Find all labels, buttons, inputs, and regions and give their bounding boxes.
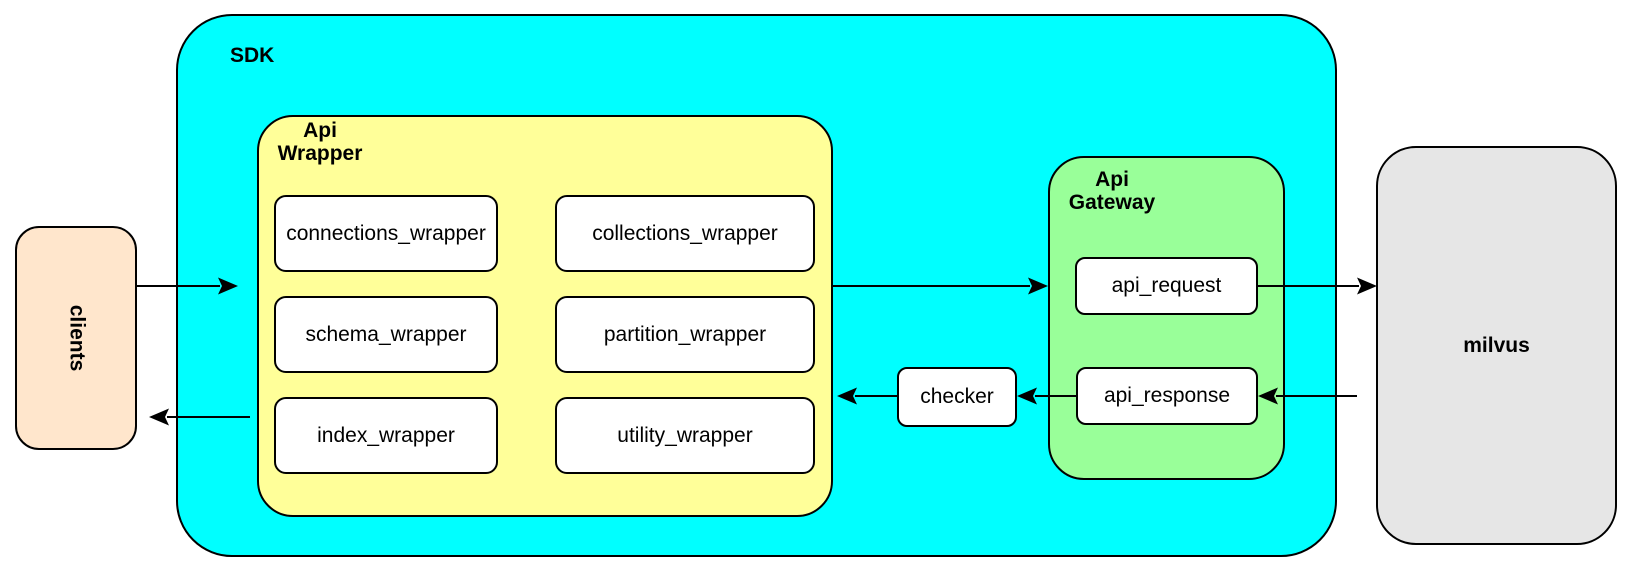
clients-node: clients xyxy=(15,226,137,450)
api-request-node: api_request xyxy=(1075,257,1258,315)
collections-wrapper-node: collections_wrapper xyxy=(555,195,815,272)
partition-wrapper-node: partition_wrapper xyxy=(555,296,815,373)
checker-node: checker xyxy=(897,367,1017,427)
milvus-node: milvus xyxy=(1376,146,1617,545)
index-wrapper-node: index_wrapper xyxy=(274,397,498,474)
utility-wrapper-node: utility_wrapper xyxy=(555,397,815,474)
connections-wrapper-node: connections_wrapper xyxy=(274,195,498,272)
sdk-label: SDK xyxy=(230,44,275,67)
clients-label: clients xyxy=(65,304,88,372)
milvus-label: milvus xyxy=(1463,333,1530,357)
schema-wrapper-node: schema_wrapper xyxy=(274,296,498,373)
api-response-node: api_response xyxy=(1076,367,1258,425)
api-gateway-container xyxy=(1048,156,1285,480)
api-wrapper-label: Api Wrapper xyxy=(277,119,363,166)
api-gateway-label: Api Gateway xyxy=(1068,168,1156,215)
